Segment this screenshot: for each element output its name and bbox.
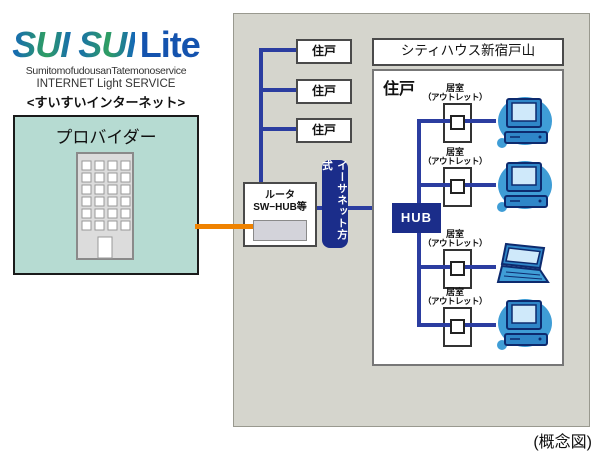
router-label-line1: ルータ [265,190,295,201]
provider-to-router-line [195,224,255,229]
room-label-3: 居室 （アウトレット） [413,229,497,248]
room-sub: （アウトレット） [422,156,488,166]
outlet-port-icon [450,319,465,334]
desktop-computer-icon [497,299,552,350]
room-name: 居室 [445,83,464,93]
room-sub: （アウトレット） [422,92,488,102]
unit-detail-label: 住戸 [383,81,416,98]
room-label-2: 居室 （アウトレット） [413,147,497,166]
unit-branch-line [259,88,296,92]
room-name: 居室 [445,147,464,157]
provider-box: プロバイダー [13,115,199,275]
unit-branch-line [259,127,296,131]
room-sub: （アウトレット） [422,296,488,306]
laptop-computer-icon [496,242,550,283]
unit-box-3: 住戸 [296,118,352,143]
room-name: 居室 [445,229,464,239]
conceptual-diagram-caption: (概念図) [533,434,592,451]
unit-branch-line [259,48,296,52]
unit-box-2: 住戸 [296,79,352,104]
outlet-port-icon [450,179,465,194]
outlet-port-icon [450,115,465,130]
logo-japanese-name: <すいすいインターネット> [26,95,186,110]
desktop-computer-icon [497,161,552,212]
logo-service-line: INTERNET Light SERVICE [36,78,176,90]
suisui-lite-logo: SUI SUI Lite [10,24,202,66]
provider-label: プロバイダー [55,128,157,147]
unit-trunk-line [259,48,263,184]
router-device-icon [253,220,307,241]
router-label-line2: SW−HUB等 [253,202,307,213]
room-label-4: 居室 （アウトレット） [413,287,497,306]
router-to-hub-line [313,206,393,210]
logo-sui-text: SUI SUI [12,24,136,65]
outlet-box [443,167,472,207]
unit-box-1: 住戸 [296,39,352,64]
building-title-box: シティハウス新宿戸山 [372,38,564,66]
router-label: ルータ SW−HUB等 [245,190,315,214]
hub-box: HUB [392,203,441,233]
room-sub: （アウトレット） [422,238,488,248]
ethernet-method-label: イーサネット方式 [321,160,348,248]
room-name: 居室 [445,287,464,297]
outlet-port-icon [450,261,465,276]
desktop-computer-icon [497,97,552,148]
office-building-icon [76,152,134,260]
logo-lite-text: Lite [139,24,201,65]
logo-company-line: SumitomofudousanTatemonoservice [25,65,187,77]
room-label-1: 居室 （アウトレット） [413,83,497,102]
